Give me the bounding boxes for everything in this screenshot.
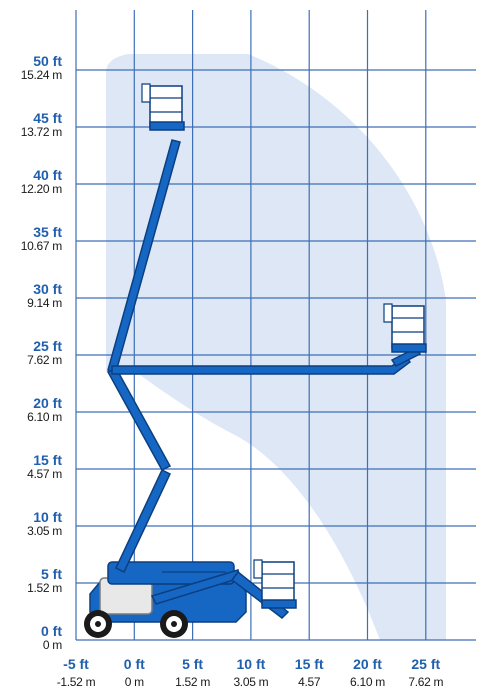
y-tick-m: 3.05 m [27,524,62,538]
x-tick-label: 20 ft 6.10 m [338,657,398,688]
y-tick-m: 6.10 m [27,410,62,424]
y-tick-m: 7.62 m [27,353,62,367]
grid [75,10,476,641]
y-tick-ft: 5 ft [41,566,62,582]
y-tick-ft: 20 ft [33,395,62,411]
x-tick-m: 4.57 [298,675,321,689]
x-tick-ft: 20 ft [353,656,382,672]
y-tick-m: 4.57 m [27,467,62,481]
x-tick-label: 25 ft 7.62 m [396,657,456,688]
y-tick-m: 12.20 m [20,182,63,196]
y-tick-m: 0 m [42,638,62,652]
y-tick-m: 13.72 m [20,125,63,139]
x-tick-label: 0 ft 0 m [104,657,164,688]
x-tick-label: 15 ft 4.57 [279,657,339,688]
front-wheel [84,610,112,638]
y-tick-ft: 10 ft [33,509,62,525]
x-tick-ft: 25 ft [411,656,441,672]
x-tick-label: -5 ft -1.52 m [46,657,106,688]
y-tick-ft: 0 ft [41,623,62,639]
platform-bottom [253,559,297,609]
working-envelope [106,54,446,640]
x-tick-m: 6.10 m [350,675,385,689]
boom-raised [106,139,422,574]
platform-right [383,303,427,353]
y-tick-m: 10.67 m [20,239,63,253]
x-tick-label: 5 ft 1.52 m [163,657,223,688]
x-tick-m: 0 m [124,675,144,689]
rear-wheel [160,610,188,638]
y-tick-ft: 45 ft [33,110,62,126]
x-tick-label: 10 ft 3.05 m [221,657,281,688]
lower-boom [115,468,171,574]
x-tick-m: 7.62 m [408,675,444,689]
y-tick-m: 1.52 m [27,581,62,595]
x-tick-ft: 5 ft [182,656,204,672]
x-tick-m: 1.52 m [175,675,211,689]
x-tick-ft: 10 ft [236,656,266,672]
y-tick-ft: 25 ft [33,338,62,354]
x-tick-ft: 0 ft [123,656,145,672]
x-tick-m: -1.52 m [56,675,96,689]
machine-base [84,561,247,638]
y-tick-m: 9.14 m [27,296,62,310]
y-tick-ft: 50 ft [33,53,62,69]
x-tick-ft: 15 ft [294,656,324,672]
x-tick-m: 3.05 m [233,675,269,689]
platform-top [141,83,185,131]
y-tick-ft: 30 ft [33,281,62,297]
y-tick-m: 15.24 m [20,68,63,82]
y-tick-ft: 40 ft [33,167,62,183]
upper-boom-horizontal [111,354,412,375]
y-tick-ft: 15 ft [33,452,62,468]
y-tick-ft: 35 ft [33,224,62,240]
x-tick-ft: -5 ft [63,656,89,672]
